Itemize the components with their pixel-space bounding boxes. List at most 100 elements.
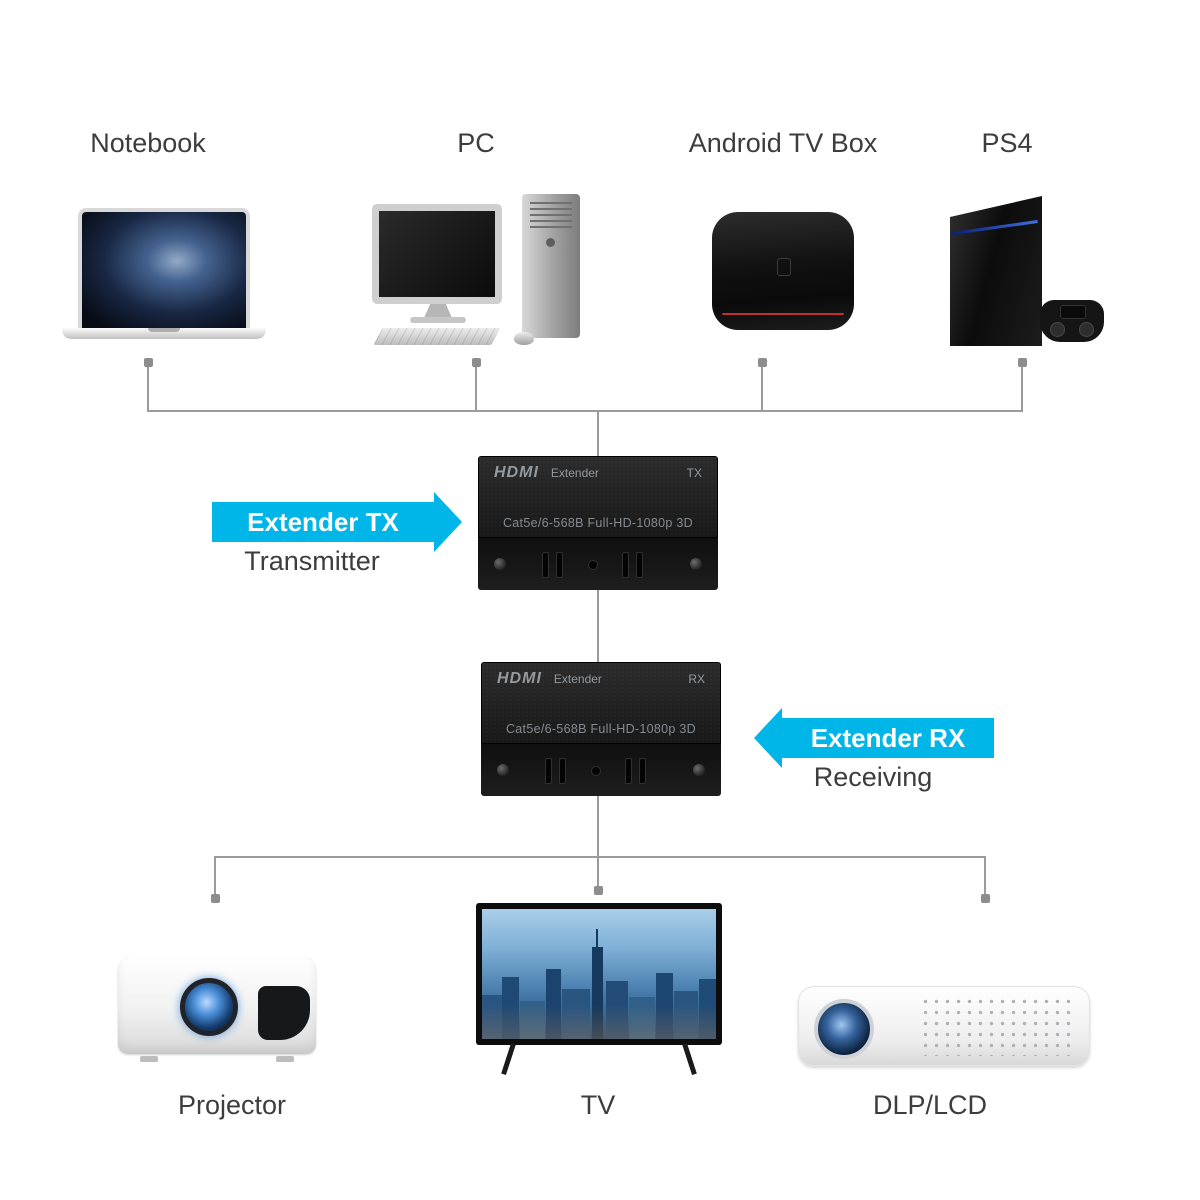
vent-slot — [639, 758, 646, 784]
android-tv-box-accent-line — [722, 313, 844, 315]
dlp-lcd-icon — [798, 986, 1090, 1066]
pc-icon — [372, 190, 600, 352]
dlp-speaker-grille — [920, 996, 1074, 1056]
pc-power-button — [546, 238, 555, 247]
skyline-building — [482, 995, 502, 1039]
extender-rx-front-panel — [481, 743, 721, 796]
projector-foot — [140, 1056, 158, 1062]
extender-rx-branding: HDMI Extender RX — [497, 670, 705, 688]
ps4-touchpad — [1060, 305, 1086, 319]
pc-label: PC — [457, 128, 495, 158]
tv-leg — [501, 1043, 516, 1075]
notebook-notch — [148, 328, 180, 332]
connector-line — [147, 367, 149, 410]
skyline-building — [606, 981, 628, 1039]
projector-icon — [118, 950, 316, 1064]
pc-mouse — [514, 332, 534, 345]
vent-slot — [556, 552, 563, 578]
ps4-left-stick — [1050, 322, 1065, 337]
skyline-antenna — [596, 929, 598, 1039]
pc-monitor-base — [410, 317, 466, 323]
extender-tx-callout: Extender TX — [212, 502, 434, 542]
ps4-console — [950, 196, 1042, 346]
projector-label: Projector — [177, 1090, 287, 1120]
extender-rx-callout: Extender RX — [782, 718, 994, 758]
android-tv-box-label: Android TV Box — [688, 128, 878, 158]
connector-dot — [981, 894, 990, 903]
skyline-building — [699, 979, 716, 1039]
ps4-label: PS4 — [981, 128, 1033, 158]
connector-bus-top — [147, 410, 1023, 412]
screw-icon — [494, 558, 506, 570]
skyline-building — [546, 969, 561, 1039]
extender-rx-spec: Cat5e/6-568B Full-HD-1080p 3D — [505, 722, 697, 736]
hdmi-logo: HDMI — [494, 464, 539, 481]
projector-lens — [180, 978, 238, 1036]
skyline-building — [674, 991, 698, 1039]
vent-slot — [559, 758, 566, 784]
ps4-icon — [922, 196, 1107, 348]
led-hole — [591, 766, 601, 776]
skyline-glow — [482, 1005, 716, 1039]
connector-line — [984, 858, 986, 896]
connector-line — [1021, 367, 1023, 410]
extender-tx-branding: HDMI Extender TX — [494, 464, 702, 482]
connector-line — [597, 796, 599, 856]
connector-line — [597, 590, 599, 662]
android-tv-box-logo — [777, 258, 791, 276]
transmitter-label: Transmitter — [244, 546, 380, 576]
extender-rx-device: HDMI Extender RX Cat5e/6-568B Full-HD-10… — [481, 662, 721, 796]
vent-slot — [545, 758, 552, 784]
connector-bus-bottom — [214, 856, 986, 858]
pc-monitor-stand — [424, 304, 452, 318]
skyline-building — [656, 973, 673, 1039]
screw-icon — [690, 558, 702, 570]
connector-line — [761, 367, 763, 410]
arrow-left-icon — [754, 708, 782, 768]
pc-keyboard — [373, 328, 501, 345]
connector-dot — [211, 894, 220, 903]
connector-line — [597, 412, 599, 456]
extender-tx-device: HDMI Extender TX Cat5e/6-568B Full-HD-10… — [478, 456, 718, 590]
arrow-right-icon — [434, 492, 462, 552]
extender-tx-top-face: HDMI Extender TX Cat5e/6-568B Full-HD-10… — [478, 456, 718, 538]
connector-dot — [144, 358, 153, 367]
pc-tower-vents — [530, 202, 572, 228]
tv-frame — [476, 903, 722, 1045]
pc-tower — [522, 194, 580, 338]
connector-dot — [472, 358, 481, 367]
extender-tx-front-panel — [478, 537, 718, 590]
notebook-screen — [78, 208, 250, 328]
extender-rx-port-label: RX — [688, 672, 705, 686]
connector-dot — [1018, 358, 1027, 367]
skyline-building — [562, 989, 590, 1039]
notebook-label: Notebook — [90, 128, 206, 158]
tv-leg — [682, 1043, 697, 1075]
connector-line — [475, 367, 477, 410]
tv-label: TV — [580, 1090, 616, 1120]
projector-grille — [258, 986, 310, 1040]
vent-slot — [625, 758, 632, 784]
pc-monitor — [372, 204, 502, 304]
skyline-building — [502, 977, 519, 1039]
ps4-controller — [1040, 300, 1104, 342]
connector-dot — [594, 886, 603, 895]
extender-product-name: Extender — [550, 466, 599, 480]
skyline-building — [520, 1001, 545, 1039]
connector-line — [597, 858, 599, 888]
screw-icon — [497, 764, 509, 776]
connector-line — [214, 858, 216, 896]
connector-dot — [758, 358, 767, 367]
skyline-building — [629, 997, 655, 1039]
android-tv-box-icon — [712, 212, 854, 330]
tv-icon — [476, 903, 722, 1077]
notebook-base — [62, 328, 266, 339]
screw-icon — [693, 764, 705, 776]
notebook-icon — [62, 208, 266, 348]
led-hole — [588, 560, 598, 570]
projector-foot — [276, 1056, 294, 1062]
extender-rx-top-face: HDMI Extender RX Cat5e/6-568B Full-HD-10… — [481, 662, 721, 744]
vent-slot — [542, 552, 549, 578]
tv-screen — [482, 909, 716, 1039]
extender-tx-spec: Cat5e/6-568B Full-HD-1080p 3D — [502, 516, 694, 530]
